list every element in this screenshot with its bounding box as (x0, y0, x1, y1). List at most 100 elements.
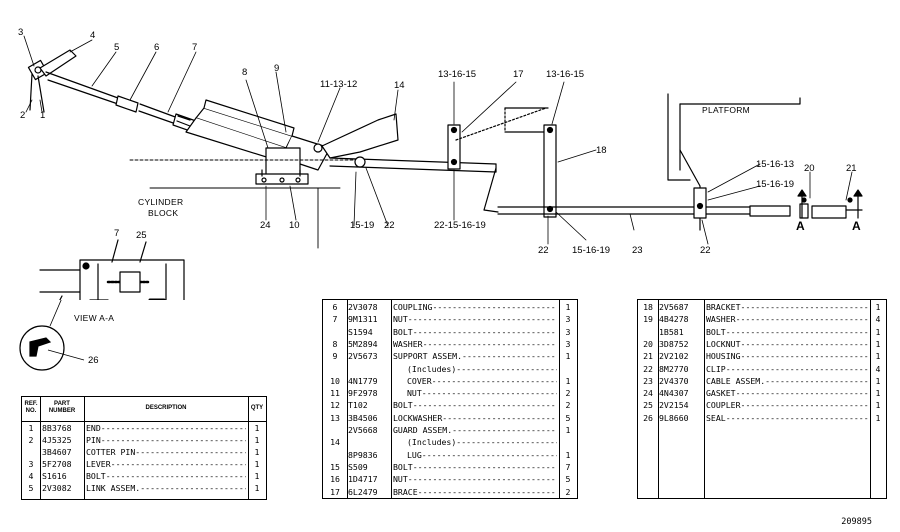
part-number-cell: 4N1779 (348, 375, 378, 386)
leader-dots: ----------------------------------------… (735, 314, 868, 325)
description-cell: LINK ASSEM.-----------------------------… (86, 482, 246, 494)
leader-dots: ----------------------------------------… (421, 388, 557, 399)
description-cell: LOCKWASHER------------------------------… (393, 412, 557, 424)
qty-cell: 2 (565, 486, 571, 497)
description-text: COUPLING (393, 302, 433, 312)
brace (447, 107, 549, 170)
ref-cell: 21 (643, 351, 653, 362)
table-row: (Includes)------------------------------… (323, 363, 577, 375)
part-number-cell: 2V5673 (348, 351, 378, 362)
description-cell: LEVER-----------------------------------… (86, 458, 246, 470)
description-cell: WASHER----------------------------------… (393, 338, 557, 350)
leader-dots: ----------------------------------------… (412, 461, 557, 472)
part-number-cell: 3D8752 (659, 338, 689, 349)
leader-dots: ----------------------------------------… (456, 437, 557, 448)
leader-dots: ----------------------------------------… (740, 302, 868, 312)
ref-cell: 13 (330, 412, 340, 423)
table-row: 14 (Includes)----------------------------… (323, 436, 577, 448)
ref-cell: 8 (332, 338, 338, 349)
description-cell: BRACKET---------------------------------… (706, 301, 868, 313)
callout-24: 24 (260, 220, 271, 231)
leader-dots: ----------------------------------------… (407, 474, 557, 485)
leader-dots: ----------------------------------------… (100, 435, 246, 445)
leader-dots: ----------------------------------------… (740, 351, 868, 362)
qty-cell: 1 (875, 302, 881, 312)
ref-cell: 3 (28, 459, 34, 469)
part-number-cell: S509 (348, 461, 368, 472)
callout-6: 6 (154, 42, 160, 53)
callout-22-b: 22 (538, 245, 549, 256)
ref-cell: 18 (643, 302, 653, 312)
description-text: END (86, 423, 101, 433)
callout-15-16-19-a: 15-16-19 (756, 179, 795, 190)
part-number-cell: 2V4370 (659, 375, 689, 386)
callout-22-c: 22 (700, 245, 711, 256)
qty-cell: 1 (875, 351, 881, 362)
qty-cell: 1 (565, 351, 571, 362)
description-cell: (Includes)------------------------------… (393, 363, 557, 375)
link-assembly (45, 71, 197, 133)
ref-cell: 7 (332, 314, 338, 325)
description-text: BOLT (706, 326, 726, 337)
description-cell: LOCKNUT---------------------------------… (706, 338, 868, 350)
ref-cell: 2 (28, 435, 34, 445)
leader-dots: ----------------------------------------… (407, 314, 557, 325)
description-text: LEVER (86, 459, 111, 469)
callout-1: 1 (40, 110, 46, 121)
ref-cell: 22 (643, 363, 653, 374)
description-cell: BOLT------------------------------------… (393, 461, 557, 473)
description-text: COTTER PIN (86, 447, 136, 457)
qty-cell: 1 (254, 447, 260, 457)
ref-cell: 10 (330, 375, 340, 386)
description-text: (Includes) (407, 437, 457, 448)
description-cell: BOLT------------------------------------… (706, 326, 868, 338)
qty-cell: 5 (565, 474, 571, 485)
qty-cell: 1 (254, 435, 260, 445)
description-text: BRACE (393, 486, 418, 497)
description-text: SUPPORT ASSEM. (393, 351, 463, 362)
description-text: LOCKNUT (706, 338, 741, 349)
part-number-cell: 9F2978 (348, 388, 378, 399)
ref-cell: 25 (643, 400, 653, 411)
callout-14: 14 (394, 80, 405, 91)
table-row: 1B581BOLT-------------------------------… (638, 326, 886, 338)
callout-4: 4 (90, 30, 96, 41)
guard-plate (321, 113, 399, 159)
bracket (543, 124, 557, 218)
callout-10: 10 (289, 220, 300, 231)
part-number-cell: T102 (348, 400, 368, 411)
description-cell: BRACE-----------------------------------… (393, 486, 557, 498)
ref-cell: 14 (330, 437, 340, 448)
description-cell: SUPPORT ASSEM.--------------------------… (393, 350, 557, 362)
part-number-cell: 9M1311 (348, 314, 378, 325)
leader-dots: ----------------------------------------… (417, 486, 557, 497)
table-row: 18 2V5687 BRACKET-------------------------… (638, 301, 886, 313)
header-qty: QTY (250, 405, 264, 411)
leader-dots: ----------------------------------------… (740, 400, 868, 411)
seal-detail-view (19, 300, 85, 371)
control-rod (329, 156, 497, 173)
description-text: LINK ASSEM. (86, 483, 141, 493)
leader-dots: ----------------------------------------… (412, 400, 557, 411)
section-a-left: A (796, 219, 805, 233)
callout-15-16-13: 15-16-13 (756, 159, 795, 170)
description-text: WASHER (706, 314, 736, 325)
description-text: NUT (407, 388, 422, 399)
leader-dots: ----------------------------------------… (421, 449, 557, 460)
description-cell: SEAL------------------------------------… (706, 412, 868, 424)
ref-cell: 19 (643, 314, 653, 325)
description-cell: HOUSING---------------------------------… (706, 350, 868, 362)
part-number-cell: 2V5687 (659, 302, 689, 312)
part-number-cell: 4J5325 (42, 435, 72, 445)
